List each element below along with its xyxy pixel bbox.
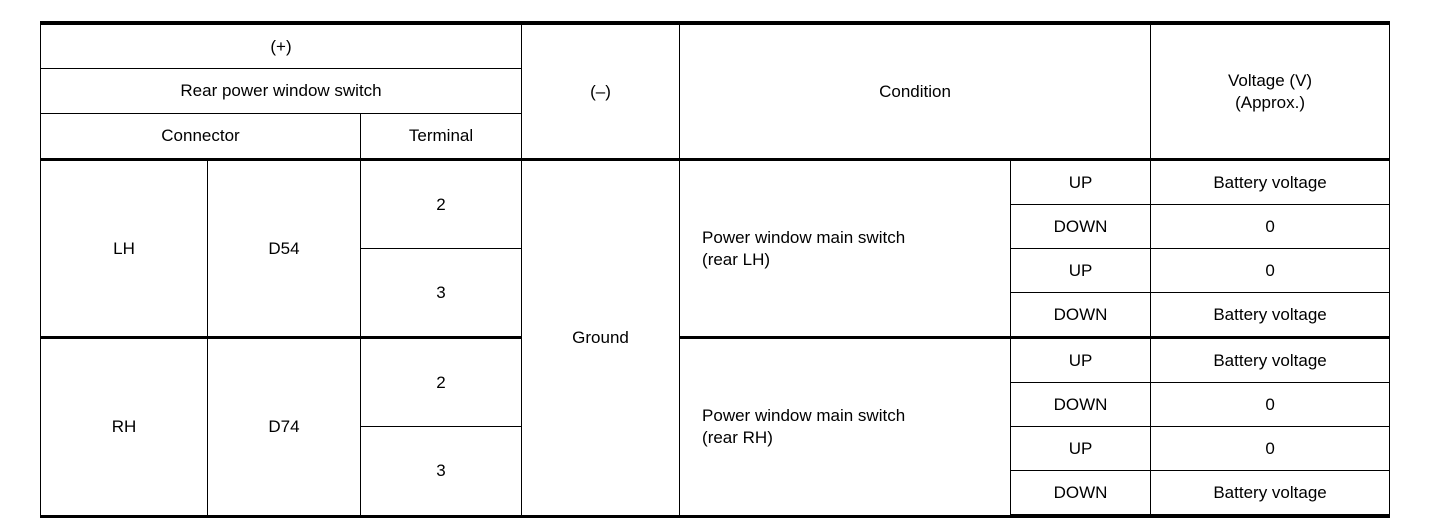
cell-voltage: Battery voltage xyxy=(1150,336,1391,383)
table-row: 3 UP 0 xyxy=(41,426,1391,518)
cell-ground: Ground xyxy=(521,158,681,518)
header-voltage: Voltage (V) (Approx.) xyxy=(1150,21,1391,160)
cell-voltage: 0 xyxy=(1150,248,1391,293)
cell-terminal-rh-3: 3 xyxy=(359,426,523,518)
cell-operation: UP xyxy=(1010,158,1152,205)
table-row: RH D74 2 Power window main switch (rear … xyxy=(40,336,1391,518)
header-switch-group: Rear power window switch xyxy=(39,68,523,114)
header-terminal: Terminal xyxy=(359,113,523,160)
table-row: DOWN Battery voltage xyxy=(41,470,1391,518)
cell-condition-rh: Power window main switch (rear RH) xyxy=(679,336,1012,518)
cell-condition-lh: Power window main switch (rear LH) xyxy=(679,158,1012,338)
condition-lh-line1: Power window main switch xyxy=(702,227,906,247)
cell-side-lh: LH xyxy=(40,158,208,338)
cell-operation: DOWN xyxy=(1010,470,1152,518)
header-connector: Connector xyxy=(40,113,361,160)
cell-voltage: 0 xyxy=(1150,204,1391,249)
cell-voltage: 0 xyxy=(1150,426,1391,471)
cell-terminal-rh-2: 2 xyxy=(359,336,523,427)
table-row: LH D54 2 Ground Power window main switch… xyxy=(40,158,1391,518)
cell-voltage: Battery voltage xyxy=(1150,292,1391,338)
table-header-row-2: Rear power window switch xyxy=(39,68,1390,114)
cell-operation: UP xyxy=(1010,248,1152,293)
table-row: DOWN 0 xyxy=(41,204,1391,249)
voltage-spec-table: (+) (–) Condition Voltage (V) (Approx.) … xyxy=(39,21,1391,518)
cell-connector-lh: D54 xyxy=(207,158,361,338)
cell-operation: UP xyxy=(1010,426,1152,471)
table-header-row-1: (+) (–) Condition Voltage (V) (Approx.) xyxy=(39,21,1391,160)
table-row: DOWN Battery voltage xyxy=(41,292,1391,338)
header-voltage-line1: Voltage (V) xyxy=(1227,70,1313,90)
cell-voltage: 0 xyxy=(1150,382,1391,427)
cell-terminal-lh-3: 3 xyxy=(359,248,523,338)
header-voltage-line2: (Approx.) xyxy=(1235,92,1305,112)
table-header-row-3: Connector Terminal xyxy=(40,113,1390,160)
table-row: DOWN 0 xyxy=(41,382,1391,427)
header-plus: (+) xyxy=(39,21,523,69)
cell-operation: UP xyxy=(1010,336,1152,383)
header-minus: (–) xyxy=(521,21,681,160)
header-condition: Condition xyxy=(679,21,1152,160)
cell-voltage: Battery voltage xyxy=(1150,470,1391,518)
cell-voltage: Battery voltage xyxy=(1150,158,1391,205)
condition-lh-line2: (rear LH) xyxy=(702,249,771,269)
cell-terminal-lh-2: 2 xyxy=(359,158,523,249)
condition-rh-line2: (rear RH) xyxy=(702,427,773,447)
cell-operation: DOWN xyxy=(1010,382,1152,427)
cell-connector-rh: D74 xyxy=(207,336,361,518)
cell-side-rh: RH xyxy=(40,336,208,518)
cell-operation: DOWN xyxy=(1010,292,1152,338)
condition-rh-line1: Power window main switch xyxy=(702,406,906,425)
table-row: 3 UP 0 xyxy=(41,248,1391,338)
cell-operation: DOWN xyxy=(1010,204,1152,249)
